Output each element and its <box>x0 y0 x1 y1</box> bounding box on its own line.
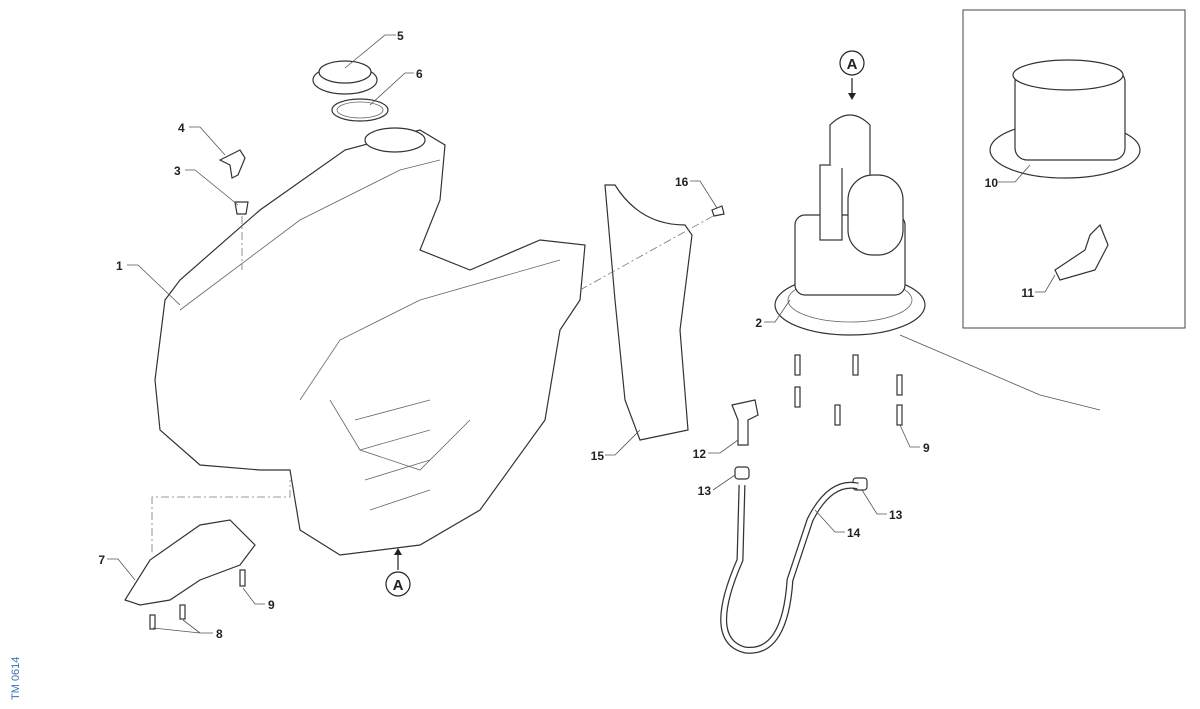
heat-shield <box>604 184 693 441</box>
figure-code: TM 0614 <box>10 656 22 700</box>
callout-7: 7 <box>98 553 105 567</box>
callout-11: 11 <box>1021 286 1034 300</box>
view-label-bottom: A <box>393 577 404 594</box>
callout-13-left: 13 <box>698 484 712 498</box>
fuel-hose <box>720 481 859 654</box>
callout-16: 16 <box>675 175 689 189</box>
callout-13-right: 13 <box>889 508 903 522</box>
leader-lines <box>107 34 1056 634</box>
screw <box>149 614 156 630</box>
hose-clamp <box>734 466 750 480</box>
callout-5: 5 <box>397 29 404 43</box>
view-marker-bottom <box>385 571 411 597</box>
callout-6: 6 <box>416 67 423 81</box>
screw <box>179 604 186 620</box>
callout-4: 4 <box>178 121 185 135</box>
callout-2: 2 <box>755 316 762 330</box>
quick-connector <box>731 399 759 446</box>
callout-8: 8 <box>216 627 223 641</box>
screw <box>711 205 725 217</box>
seal-ring <box>331 98 389 122</box>
grommet <box>234 201 249 215</box>
fuel-tank <box>154 127 586 556</box>
pump-cover <box>989 59 1141 179</box>
callout-1: 1 <box>116 259 123 273</box>
callout-9-bracket: 9 <box>268 598 275 612</box>
fitting <box>1054 223 1109 281</box>
callout-9-pump: 9 <box>923 441 930 455</box>
pump-screws <box>794 354 903 426</box>
callout-12: 12 <box>693 447 707 461</box>
screw <box>239 569 246 587</box>
callout-10: 10 <box>985 176 999 190</box>
fuel-pump <box>774 114 1101 411</box>
view-label-top: A <box>847 56 858 73</box>
vent-fitting <box>218 149 246 179</box>
callout-14: 14 <box>847 526 861 540</box>
callout-3: 3 <box>174 164 181 178</box>
bracket <box>124 519 256 606</box>
view-marker-top <box>839 50 865 76</box>
filler-cap <box>312 60 378 95</box>
inset-frame <box>962 9 1186 329</box>
callout-15: 15 <box>591 449 605 463</box>
